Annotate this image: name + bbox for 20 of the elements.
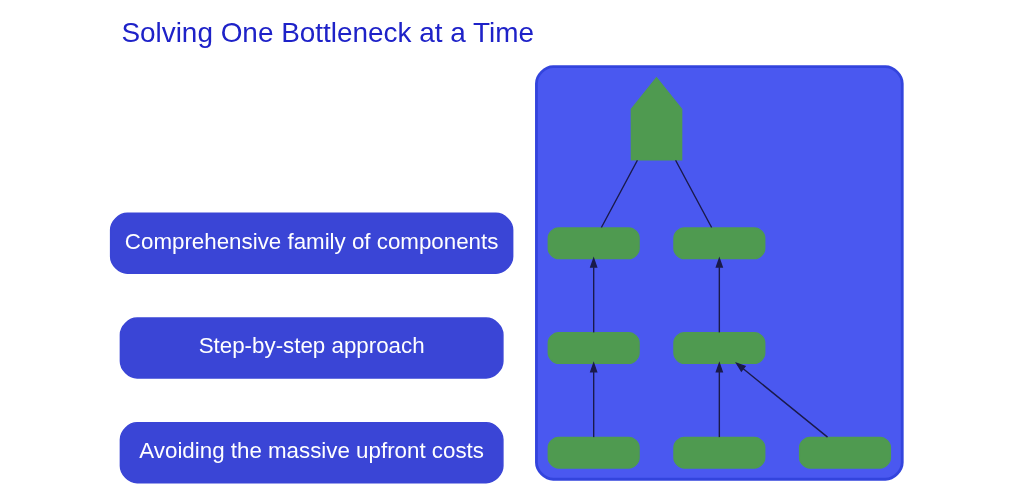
node-box: Step-by-step approach (119, 317, 504, 379)
arrow (735, 362, 829, 438)
node-pill (547, 227, 640, 260)
node-pill (547, 331, 640, 365)
node-arrow (630, 76, 683, 161)
arrow (715, 256, 724, 334)
node-pill (673, 331, 766, 365)
node-pill (673, 227, 766, 260)
cluster (535, 65, 904, 481)
arrow (589, 361, 598, 438)
node-pill (798, 436, 892, 469)
node-pill (547, 436, 640, 469)
diagram-title: Solving One Bottleneck at a Time (121, 16, 535, 48)
node-box: Avoiding the massive upfront costs (119, 422, 504, 484)
node-box: Comprehensive family of components (109, 212, 514, 274)
node-pill (673, 436, 766, 469)
arrow (589, 256, 598, 334)
connector (674, 159, 713, 229)
connector (600, 159, 639, 229)
arrow (715, 361, 724, 438)
